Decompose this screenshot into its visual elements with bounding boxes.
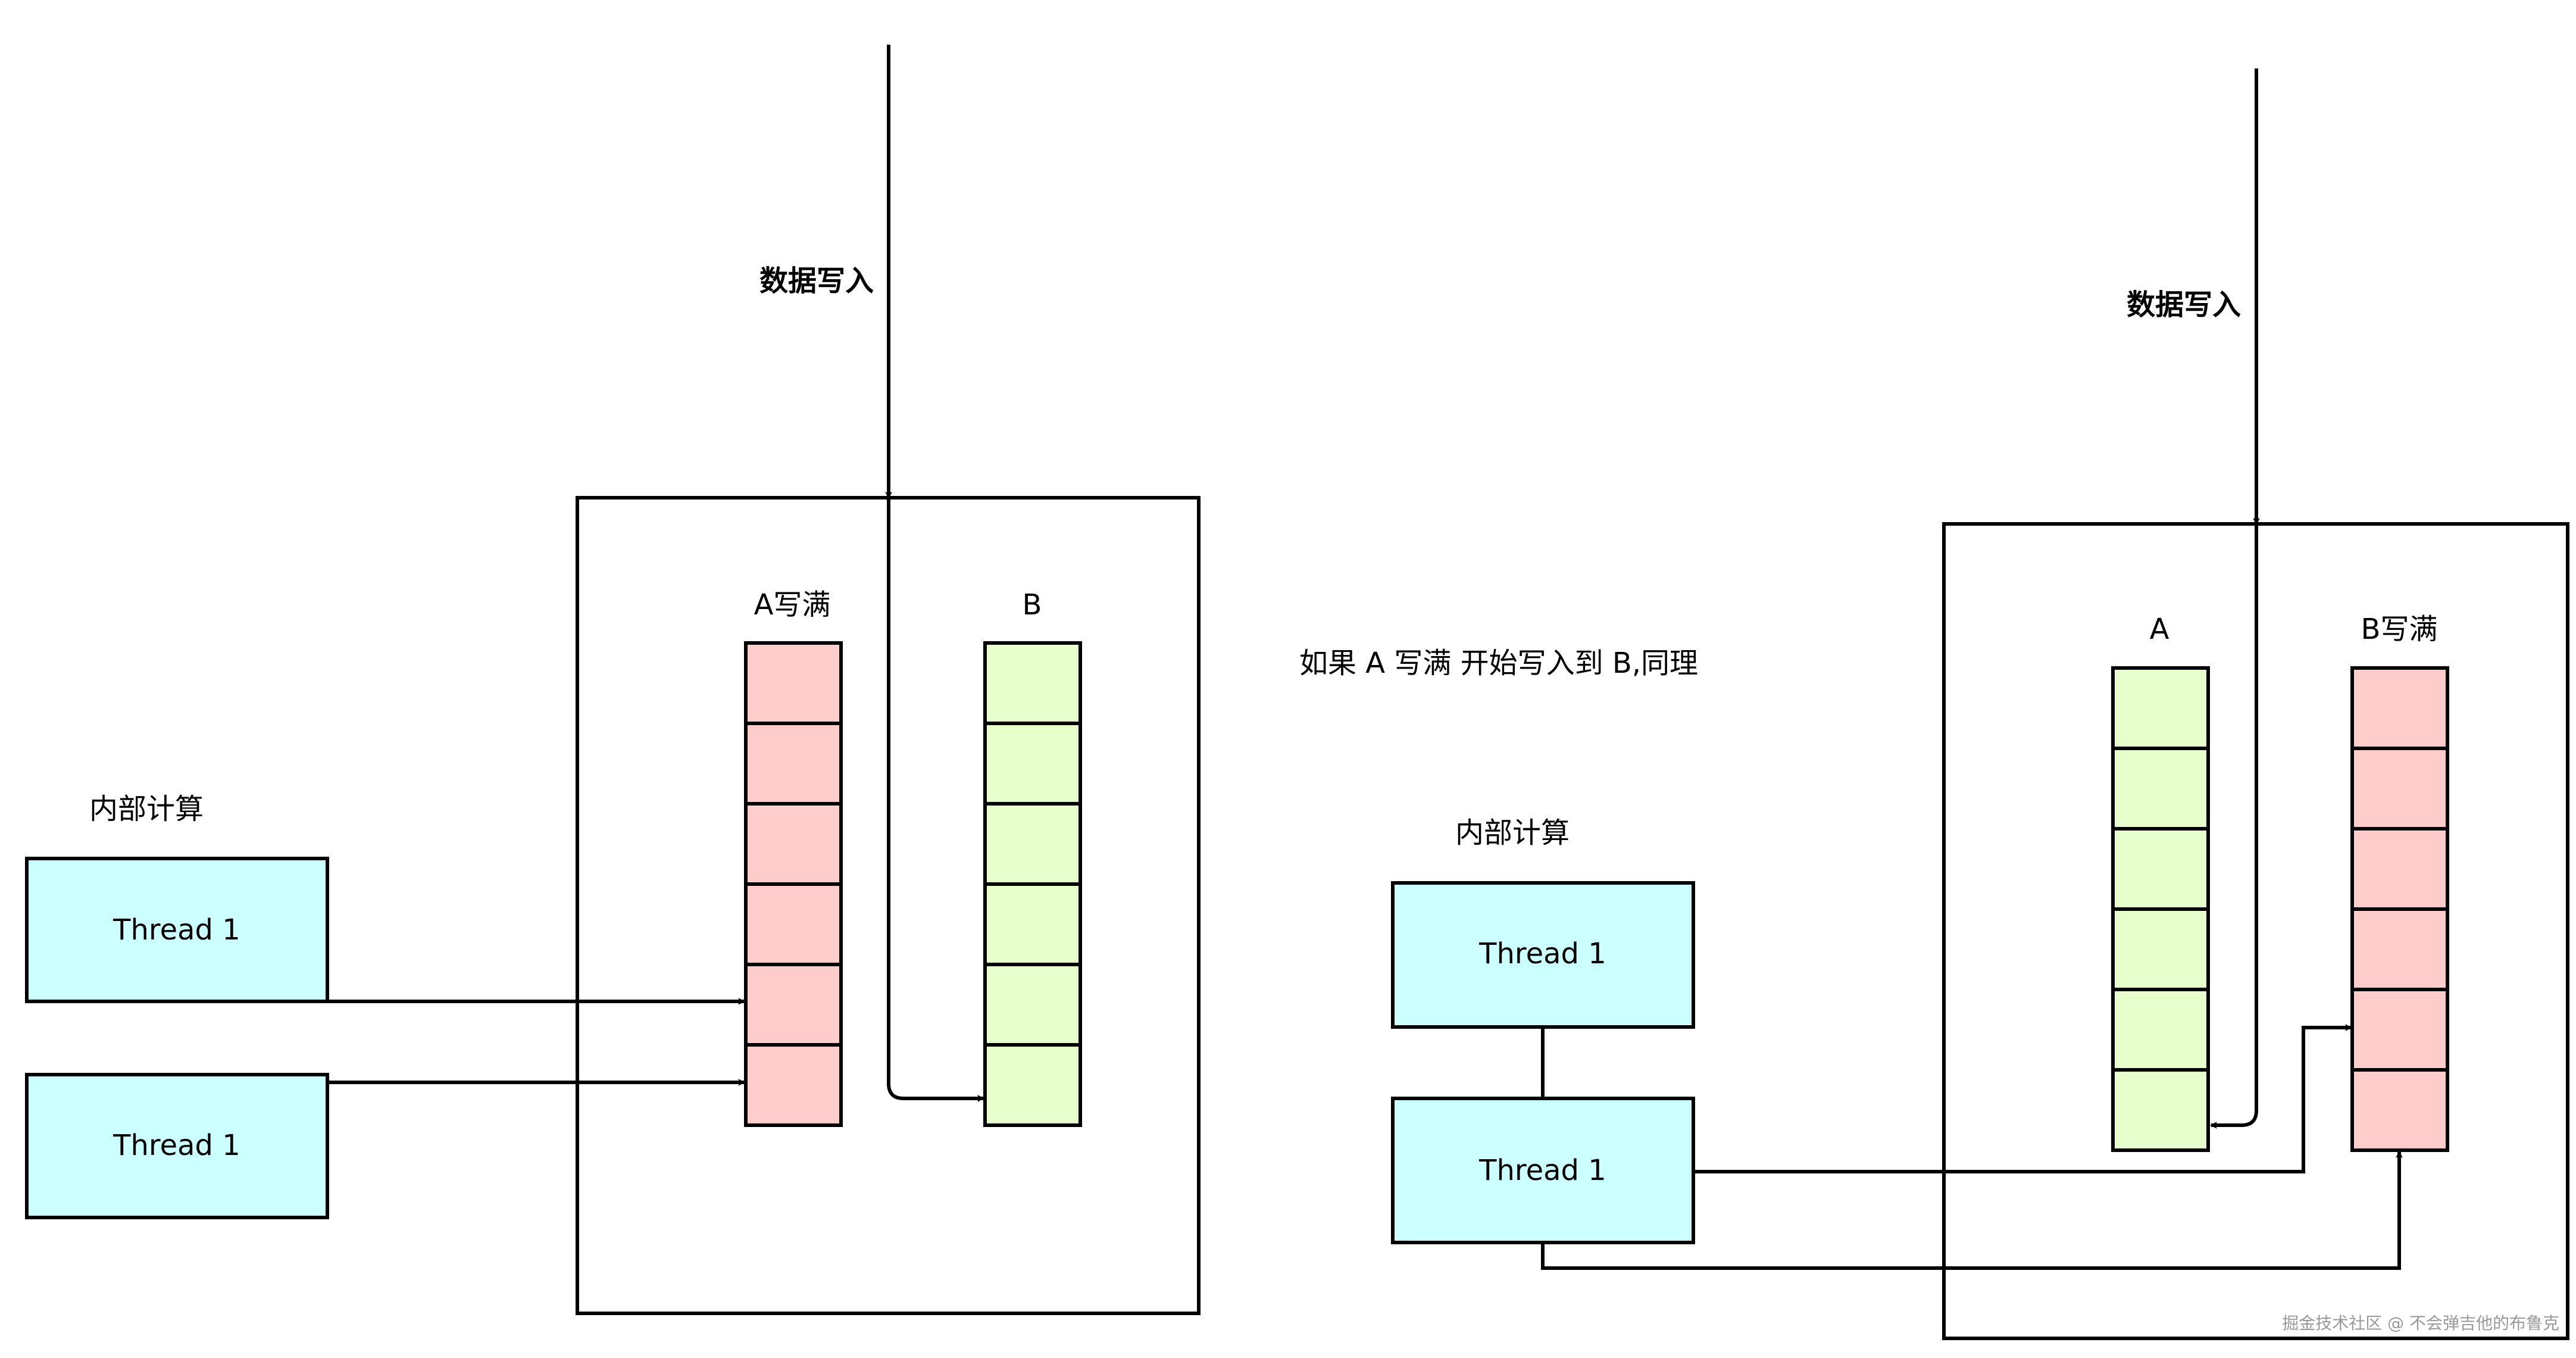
left-buffer-b-label: B [1023,588,1042,622]
left-thread-1-box [25,857,329,1003]
left-scene: 数据写入 A写满 B 内部计算 Thread 1 Thread 1 [25,45,1201,1315]
right-buffer-a-label: A [2150,613,2169,646]
right-buffer-a [2111,666,2210,1152]
middle-internal-label: 内部计算 [1455,816,1570,850]
left-buffer-b-cell [983,641,1082,725]
middle-thread-1-label: Thread 1 [1478,937,1606,970]
right-buffer-b-cell [2350,666,2449,750]
left-buffer-a-cell [744,641,843,725]
middle-note: 如果 A 写满 开始写入到 B,同理 [1299,647,1698,680]
left-data-in-label: 数据写入 [759,264,874,298]
left-buffer-b-cell [983,882,1082,966]
right-buffer-a-cell [2111,988,2210,1072]
left-buffer-a [744,641,843,1127]
left-buffer-b-cell [983,1043,1082,1127]
left-thread-2-box [25,1073,329,1219]
left-data-route-to-b [887,498,984,1102]
right-buffer-b-label: B写满 [2361,613,2438,646]
right-buffer-b-cell [2350,747,2449,831]
left-buffer-b-cell [983,802,1082,886]
right-scene: 数据写入 A B写满 [1942,68,2569,1340]
left-buffer-a-cell [744,722,843,806]
left-buffer-a-cell [744,802,843,886]
left-buffer-b [983,641,1082,1127]
left-buffer-a-cell [744,1043,843,1127]
right-buffer-a-cell [2111,666,2210,750]
right-buffer-a-cell [2111,907,2210,991]
left-buffer-a-label: A写满 [754,588,831,622]
left-thread-2-label: Thread 1 [112,1129,240,1162]
right-buffer-b-cell [2350,827,2449,911]
middle-thread-1-box [1391,881,1695,1029]
left-thread-1-label: Thread 1 [112,913,240,947]
middle-thread-2-route-upper [1693,1024,2352,1173]
middle-thread-2-route-lower [1541,1151,2403,1270]
watermark: 掘金技术社区 @ 不会弹吉他的布鲁克 [2282,1313,2559,1333]
left-buffer-a-cell [744,882,843,966]
middle-thread-2-label: Thread 1 [1478,1154,1606,1187]
right-buffer-b-cell [2350,1068,2449,1152]
right-data-route-to-a [2210,524,2258,1129]
right-buffer-b-cell [2350,988,2449,1072]
right-buffer-a-cell [2111,1068,2210,1152]
left-buffer-b-cell [983,963,1082,1047]
right-data-in-label: 数据写入 [2127,288,2241,321]
right-buffer-a-cell [2111,827,2210,911]
right-buffer-b [2350,666,2449,1152]
left-buffer-b-cell [983,722,1082,806]
right-buffer-a-cell [2111,747,2210,831]
right-buffer-b-cell [2350,907,2449,991]
left-internal-label: 内部计算 [89,792,204,826]
left-buffer-a-cell [744,963,843,1047]
middle-scene: 如果 A 写满 开始写入到 B,同理 内部计算 Thread 1 Thread … [1299,647,2403,1270]
